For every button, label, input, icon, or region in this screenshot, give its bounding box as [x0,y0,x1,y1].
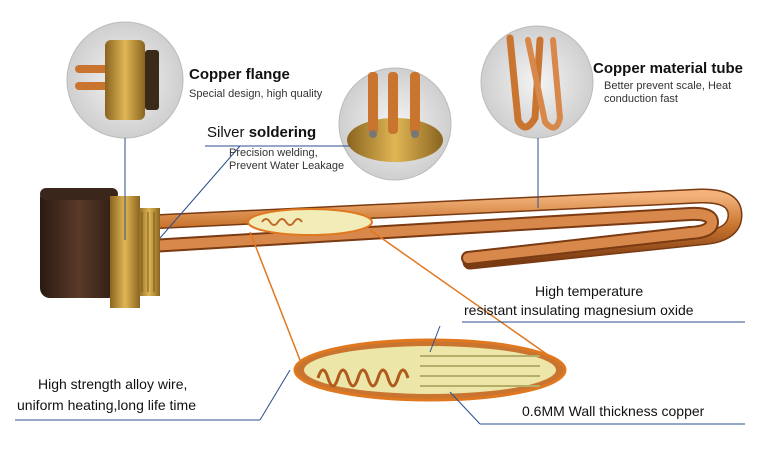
brass-flange [110,196,160,308]
leader-lines [15,138,745,425]
copper-tube-desc-1: Better prevent scale, Heat [604,80,732,92]
magnesium-oxide-line-1: High temperature [535,283,644,299]
copper-tube-title: Copper material tube [593,60,744,77]
alloy-wire-line-2: uniform heating,long life time [17,397,196,413]
silver-soldering-desc-1: Precision welding, [229,147,318,159]
silver-soldering-word2: soldering [248,124,317,141]
cross-section-detail [293,338,567,402]
copper-flange-title: Copper flange [189,66,290,83]
copper-flange-desc: Special design, high quality [189,88,323,100]
silver-soldering-title: Silver soldering [207,124,316,141]
silver-soldering-desc-2: Prevent Water Leakage [229,160,345,172]
wall-thickness-label: 0.6MM Wall thickness copper [522,403,705,419]
alloy-wire-line-1: High strength alloy wire, [38,376,188,392]
copper-tube-desc-2: conduction fast [604,93,678,105]
thermostat-cap [40,188,118,298]
zoom-line-right [369,229,549,356]
zoom-line-left [249,231,301,361]
tube-section-highlight [247,208,373,236]
magnesium-oxide-line-2: resistant insulating magnesium oxide [464,302,694,318]
flange-closeup-inset [66,21,184,139]
soldering-closeup-inset [338,67,452,181]
copper-tube-body [142,188,743,270]
silver-soldering-word1: Silver [207,124,245,141]
tube-closeup-inset [480,25,594,139]
